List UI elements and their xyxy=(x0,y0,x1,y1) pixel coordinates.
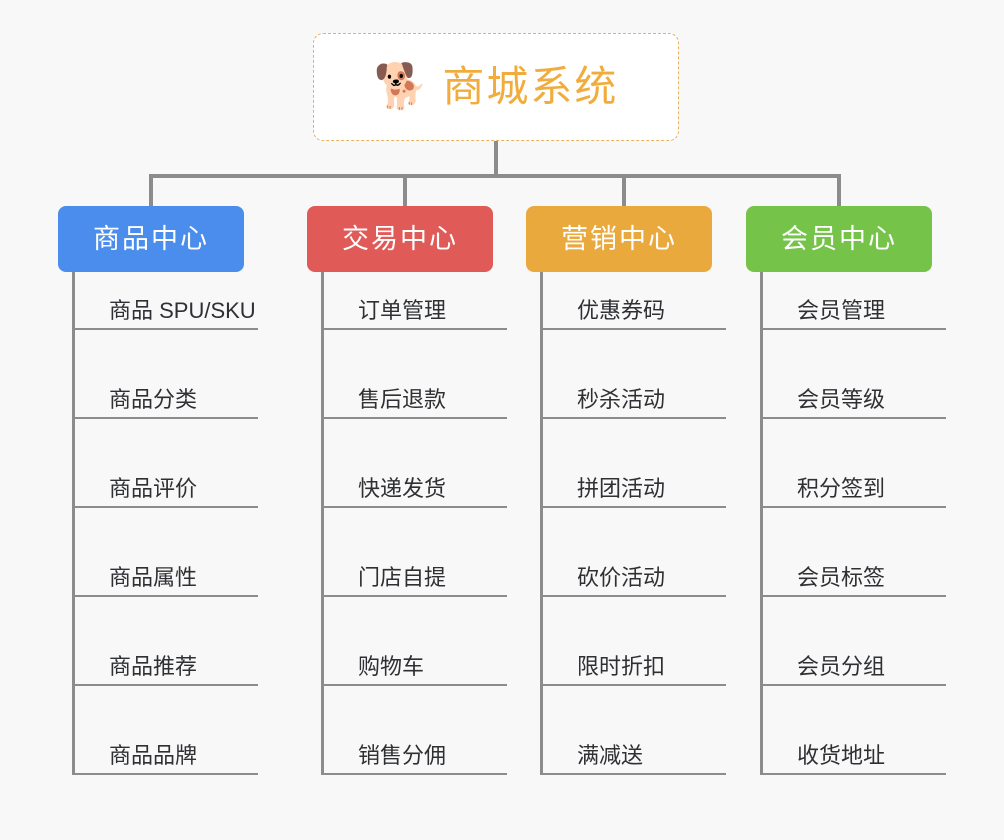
leaf-label: 商品分类 xyxy=(109,387,198,412)
list-item[interactable]: 门店自提 xyxy=(324,508,507,597)
leaf-label: 快递发货 xyxy=(358,476,447,501)
leaf-list-1: 商品 SPU/SKU 商品分类 商品评价 商品属性 商品推荐 商品品牌 xyxy=(72,272,258,775)
leaf-label: 门店自提 xyxy=(358,565,447,590)
connector-drop-column-4 xyxy=(837,174,841,208)
category-header-1[interactable]: 商品中心 xyxy=(58,206,244,272)
leaf-label: 砍价活动 xyxy=(577,565,666,590)
connector-horizontal-bus xyxy=(149,174,841,178)
root-node-mall-system[interactable]: 🐕 商城系统 xyxy=(313,33,679,141)
leaf-label: 秒杀活动 xyxy=(577,387,666,412)
list-item[interactable]: 优惠券码 xyxy=(543,272,726,330)
list-item[interactable]: 拼团活动 xyxy=(543,419,726,508)
list-item[interactable]: 限时折扣 xyxy=(543,597,726,686)
category-header-4[interactable]: 会员中心 xyxy=(746,206,932,272)
list-item[interactable]: 砍价活动 xyxy=(543,508,726,597)
branch-column-1: 商品中心 商品 SPU/SKU 商品分类 商品评价 商品属性 商品推荐 商品品牌 xyxy=(58,206,258,775)
leaf-label: 积分签到 xyxy=(797,476,886,501)
branch-column-2: 交易中心 订单管理 售后退款 快递发货 门店自提 购物车 销售分佣 xyxy=(307,206,507,775)
leaf-label: 商品品牌 xyxy=(109,743,198,768)
root-node-title: 商城系统 xyxy=(442,63,619,110)
list-item[interactable]: 售后退款 xyxy=(324,330,507,419)
list-item[interactable]: 商品品牌 xyxy=(75,686,258,775)
leaf-label: 会员等级 xyxy=(797,387,886,412)
leaf-label: 订单管理 xyxy=(358,298,447,323)
shiba-dog-face-icon: 🐕 xyxy=(373,62,429,111)
leaf-label: 会员分组 xyxy=(797,654,886,679)
list-item[interactable]: 秒杀活动 xyxy=(543,330,726,419)
list-item[interactable]: 会员标签 xyxy=(763,508,946,597)
leaf-list-4: 会员管理 会员等级 积分签到 会员标签 会员分组 收货地址 xyxy=(760,272,946,775)
branch-column-4: 会员中心 会员管理 会员等级 积分签到 会员标签 会员分组 收货地址 xyxy=(746,206,946,775)
leaf-label: 会员标签 xyxy=(797,565,886,590)
list-item[interactable]: 快递发货 xyxy=(324,419,507,508)
leaf-label: 限时折扣 xyxy=(577,654,666,679)
leaf-label: 购物车 xyxy=(358,654,425,679)
list-item[interactable]: 商品评价 xyxy=(75,419,258,508)
list-item[interactable]: 商品属性 xyxy=(75,508,258,597)
leaf-list-2: 订单管理 售后退款 快递发货 门店自提 购物车 销售分佣 xyxy=(321,272,507,775)
list-item[interactable]: 销售分佣 xyxy=(324,686,507,775)
connector-root-stem xyxy=(494,141,498,176)
list-item[interactable]: 商品推荐 xyxy=(75,597,258,686)
leaf-label: 商品评价 xyxy=(109,476,198,501)
category-label: 商品中心 xyxy=(93,223,209,254)
leaf-label: 拼团活动 xyxy=(577,476,666,501)
list-item[interactable]: 会员管理 xyxy=(763,272,946,330)
leaf-list-3: 优惠券码 秒杀活动 拼团活动 砍价活动 限时折扣 满减送 xyxy=(540,272,726,775)
category-header-2[interactable]: 交易中心 xyxy=(307,206,493,272)
leaf-label: 优惠券码 xyxy=(577,298,666,323)
branch-column-3: 营销中心 优惠券码 秒杀活动 拼团活动 砍价活动 限时折扣 满减送 xyxy=(526,206,726,775)
list-item[interactable]: 会员分组 xyxy=(763,597,946,686)
list-item[interactable]: 积分签到 xyxy=(763,419,946,508)
list-item[interactable]: 满减送 xyxy=(543,686,726,775)
list-item[interactable]: 商品分类 xyxy=(75,330,258,419)
list-item[interactable]: 订单管理 xyxy=(324,272,507,330)
leaf-label: 销售分佣 xyxy=(358,743,447,768)
connector-drop-column-1 xyxy=(149,174,153,208)
list-item[interactable]: 收货地址 xyxy=(763,686,946,775)
leaf-label: 商品 SPU/SKU xyxy=(109,298,256,323)
leaf-label: 售后退款 xyxy=(358,387,447,412)
leaf-label: 商品推荐 xyxy=(109,654,198,679)
leaf-label: 收货地址 xyxy=(797,743,886,768)
list-item[interactable]: 会员等级 xyxy=(763,330,946,419)
connector-drop-column-3 xyxy=(622,174,626,208)
category-label: 交易中心 xyxy=(342,223,458,254)
category-label: 营销中心 xyxy=(561,223,677,254)
category-header-3[interactable]: 营销中心 xyxy=(526,206,712,272)
leaf-label: 会员管理 xyxy=(797,298,886,323)
leaf-label: 商品属性 xyxy=(109,565,198,590)
leaf-label: 满减送 xyxy=(577,743,644,768)
list-item[interactable]: 商品 SPU/SKU xyxy=(75,272,258,330)
list-item[interactable]: 购物车 xyxy=(324,597,507,686)
connector-drop-column-2 xyxy=(403,174,407,208)
category-label: 会员中心 xyxy=(781,223,897,254)
